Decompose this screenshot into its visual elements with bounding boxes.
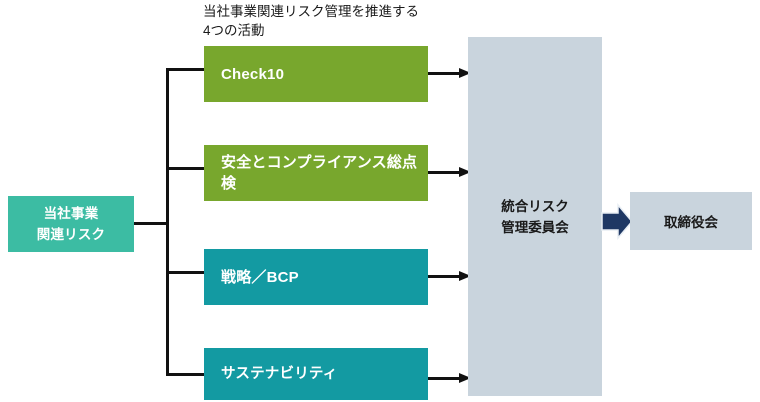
arrow-activity-2-to-committee [428, 167, 472, 178]
arrow-activity-1-to-committee [428, 68, 472, 79]
connector-branch-4 [166, 373, 206, 376]
node-activity-4-label: サステナビリティ [221, 365, 338, 382]
node-activity-2-label: 安全とコンプライアンス総点検 [221, 154, 418, 192]
node-activity-sustainability: サステナビリティ [204, 348, 428, 400]
node-activity-1-label: Check10 [221, 65, 285, 83]
arrow-shaft [428, 275, 461, 278]
node-board-label: 取締役会 [664, 215, 718, 230]
arrow-activity-4-to-committee [428, 373, 472, 384]
node-activity-check10: Check10 [204, 46, 428, 102]
node-business-related-risk: 当社事業 関連リスク [8, 196, 134, 252]
connector-branch-1 [166, 68, 206, 71]
block-arrow-committee-to-board-icon [601, 202, 633, 241]
node-integrated-risk-management-committee: 統合リスク 管理委員会 [468, 37, 602, 396]
node-committee-label: 統合リスク 管理委員会 [501, 198, 569, 235]
arrow-shaft [428, 171, 461, 174]
arrow-activity-3-to-committee [428, 271, 472, 282]
arrow-head-icon [459, 271, 471, 281]
connector-source-stub [134, 222, 168, 225]
arrow-head-icon [459, 167, 471, 177]
arrow-head-icon [459, 373, 471, 383]
node-source-label: 当社事業 関連リスク [36, 206, 106, 242]
node-activity-3-label: 戦略／BCP [221, 268, 299, 286]
arrow-shaft [428, 72, 461, 75]
arrow-head-icon [459, 68, 471, 78]
node-activity-strategy-bcp: 戦略／BCP [204, 249, 428, 305]
node-activity-safety-compliance-review: 安全とコンプライアンス総点検 [204, 145, 428, 201]
connector-trunk [166, 68, 169, 376]
connector-branch-3 [166, 271, 206, 274]
node-board-of-directors: 取締役会 [630, 192, 752, 250]
connector-branch-2 [166, 167, 206, 170]
arrow-shaft [428, 377, 461, 380]
diagram-heading: 当社事業関連リスク管理を推進する 4つの活動 [203, 4, 419, 38]
